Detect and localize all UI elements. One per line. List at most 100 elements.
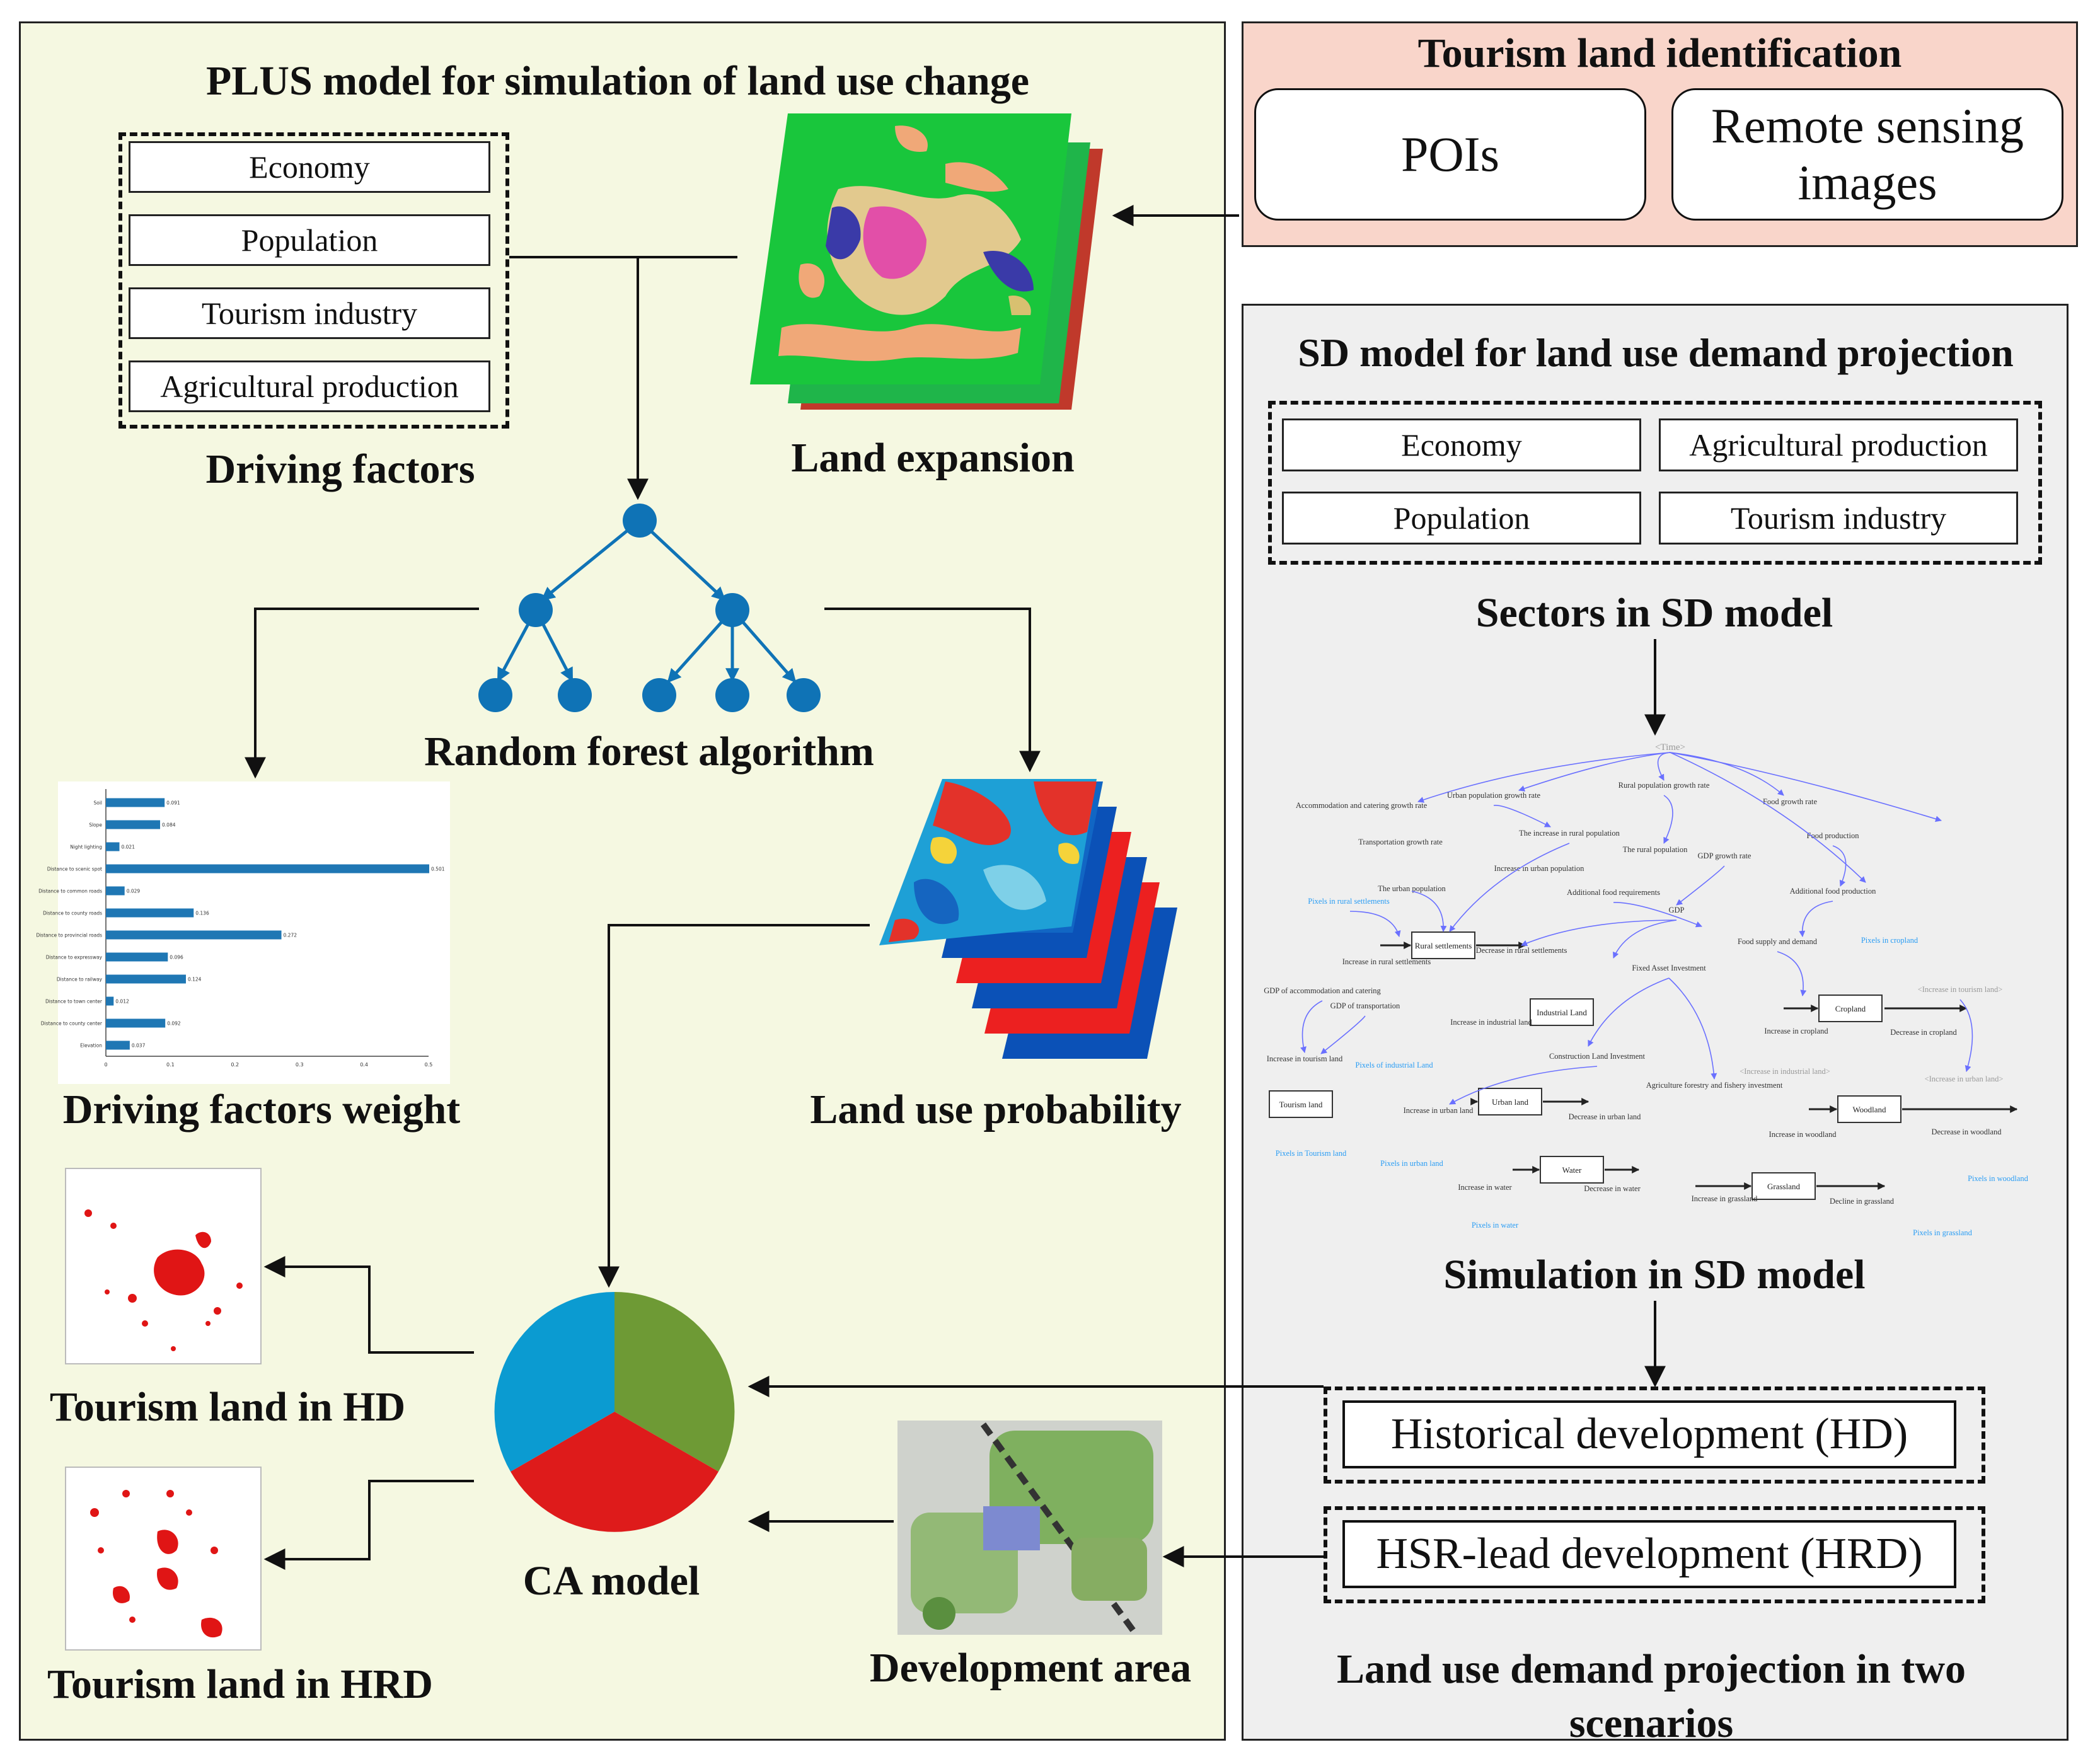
sd-causal-link [1959, 999, 1973, 1072]
sd-causal-link [1417, 752, 1671, 803]
sd-variable: Decline in grassland [1830, 1197, 1895, 1206]
sd-causal-link [1670, 752, 1784, 796]
weight-chart-x-tick: 0.3 [296, 1062, 304, 1068]
sd-variable: Increase in urban land [1404, 1106, 1474, 1115]
sd-variable: <Increase in tourism land> [1918, 985, 2003, 994]
pois-box: POIs [1254, 88, 1646, 221]
weight-chart-value-label: 0.124 [188, 977, 202, 983]
sd-panel-title: SD model for land use demand projection [1298, 330, 2014, 375]
weight-chart-value-label: 0.501 [431, 867, 445, 872]
driving-factor-agricultural-production: Agricultural production [129, 360, 490, 412]
sd-variable: Fixed Asset Investment [1632, 964, 1706, 972]
sd-variable: Pixels in woodland [1968, 1174, 2029, 1183]
sd-sector-tourism-industry: Tourism industry [1659, 492, 2018, 545]
weight-chart-category-label: Night lighting [70, 845, 102, 850]
weight-chart-bar [106, 1018, 166, 1028]
sd-stock-label: Woodland [1852, 1105, 1886, 1114]
weight-chart-bar [106, 820, 161, 829]
sd-stock [1530, 998, 1594, 1026]
sd-time-node: <Time> [1655, 742, 1685, 752]
sd-variable: Decrease in woodland [1931, 1127, 2002, 1136]
sd-variable: GDP growth rate [1698, 851, 1751, 860]
sd-variable: Increase in tourism land [1267, 1054, 1343, 1063]
sd-variable: Transportation growth rate [1358, 838, 1443, 846]
scenario-hrd-box: HSR-lead development (HRD) [1342, 1520, 1956, 1588]
tourism-land-hrd-label: Tourism land in HRD [47, 1661, 433, 1707]
weight-chart-bar [106, 974, 186, 984]
land-expansion-label: Land expansion [791, 435, 1075, 481]
sd-variable: The urban population [1378, 884, 1446, 893]
weight-chart-value-label: 0.037 [132, 1043, 146, 1049]
weight-chart-value-label: 0.136 [195, 911, 209, 916]
weight-chart-category-label: Soil [93, 800, 102, 806]
land-expansion-map [750, 113, 1103, 410]
sd-variable: Food production [1807, 831, 1860, 840]
sd-stock-label: Urban land [1492, 1097, 1529, 1107]
sd-variable: Increase in cropland [1764, 1027, 1828, 1035]
sd-causal-link [1300, 1000, 1323, 1053]
sd-causal-link [1518, 752, 1671, 792]
sd-stock-label: Grassland [1767, 1182, 1800, 1191]
sd-variable: GDP of transportation [1330, 1001, 1400, 1010]
simulation-label: Simulation in SD model [1443, 1252, 1866, 1298]
remote-sensing-box: Remote sensing images [1671, 88, 2063, 221]
sd-variable: Pixels in water [1472, 1221, 1519, 1230]
sd-variable: Increase in urban population [1494, 864, 1584, 873]
sd-variable: Agriculture forestry and fishery investm… [1646, 1081, 1783, 1090]
sd-variable: Additional food production [1790, 887, 1877, 896]
weight-chart-value-label: 0.029 [127, 889, 141, 894]
land-use-probability-maps [879, 779, 1177, 1059]
land-probability-label: Land use probability [810, 1087, 1182, 1133]
sd-stock-label: Water [1562, 1165, 1582, 1175]
weight-chart-bar [106, 798, 165, 807]
sd-variable: Pixels in rural settlements [1308, 897, 1390, 906]
driving-factor-economy: Economy [129, 141, 490, 193]
sd-causal-link [1670, 752, 1866, 883]
sd-stock [1478, 1088, 1542, 1115]
sd-variable: Pixels in grassland [1913, 1228, 1972, 1237]
sd-variable: Increase in industrial land [1450, 1018, 1532, 1027]
weight-chart-bar [106, 952, 168, 962]
tourism-land-hd-patches [84, 1209, 243, 1351]
sd-stock-label: Tourism land [1279, 1100, 1323, 1109]
sd-causal-link [1613, 919, 1677, 959]
weight-chart-bar [106, 930, 282, 940]
weight-chart-category-label: Slope [89, 822, 102, 828]
weight-chart-x-tick: 0.4 [360, 1062, 368, 1068]
weight-chart-bar [106, 842, 120, 851]
sd-variable: Pixels of industrial Land [1355, 1061, 1433, 1069]
weight-chart-category-label: Distance to common roads [38, 889, 102, 894]
sd-variable: Food supply and demand [1738, 937, 1818, 946]
sd-variable: Decrease in rural settlements [1476, 946, 1567, 955]
sd-variable: Food growth rate [1763, 797, 1818, 806]
sd-variable: Accommodation and catering growth rate [1296, 801, 1428, 810]
sd-sector-economy: Economy [1282, 418, 1641, 471]
sd-causal-link [1449, 843, 1570, 932]
ca-model-label: CA model [522, 1558, 700, 1604]
sd-stock-label: Industrial Land [1537, 1008, 1587, 1017]
weight-chart-x-tick: 0.1 [166, 1062, 175, 1068]
sd-causal-link [1657, 752, 1671, 781]
sd-causal-link [1493, 805, 1551, 827]
weight-chart-value-label: 0.021 [122, 845, 136, 850]
sd-variable: Decrease in water [1584, 1184, 1641, 1193]
weight-chart-value-label: 0.272 [284, 933, 297, 938]
sd-sector-population: Population [1282, 492, 1641, 545]
sd-causal-link [1777, 951, 1807, 996]
sd-stock [1818, 994, 1883, 1022]
weight-chart-value-label: 0.084 [162, 822, 176, 828]
sd-variable: Pixels in Tourism land [1276, 1149, 1347, 1158]
sd-causal-link [1832, 845, 1847, 887]
sd-variable: The rural population [1623, 845, 1688, 854]
sd-causal-link [1676, 865, 1725, 906]
weight-chart-category-label: Distance to town center [45, 999, 103, 1005]
development-area-label: Development area [869, 1645, 1192, 1691]
weight-chart-value-label: 0.096 [170, 955, 183, 960]
driving-factors-group [118, 132, 509, 429]
sd-variable: Increase in grassland [1692, 1194, 1758, 1203]
sd-causal-link [1349, 911, 1401, 937]
driving-weight-label: Driving factors weight [62, 1087, 461, 1133]
driving-factors-label: Driving factors [205, 446, 475, 492]
tourism-land-hd-label: Tourism land in HD [49, 1384, 406, 1430]
